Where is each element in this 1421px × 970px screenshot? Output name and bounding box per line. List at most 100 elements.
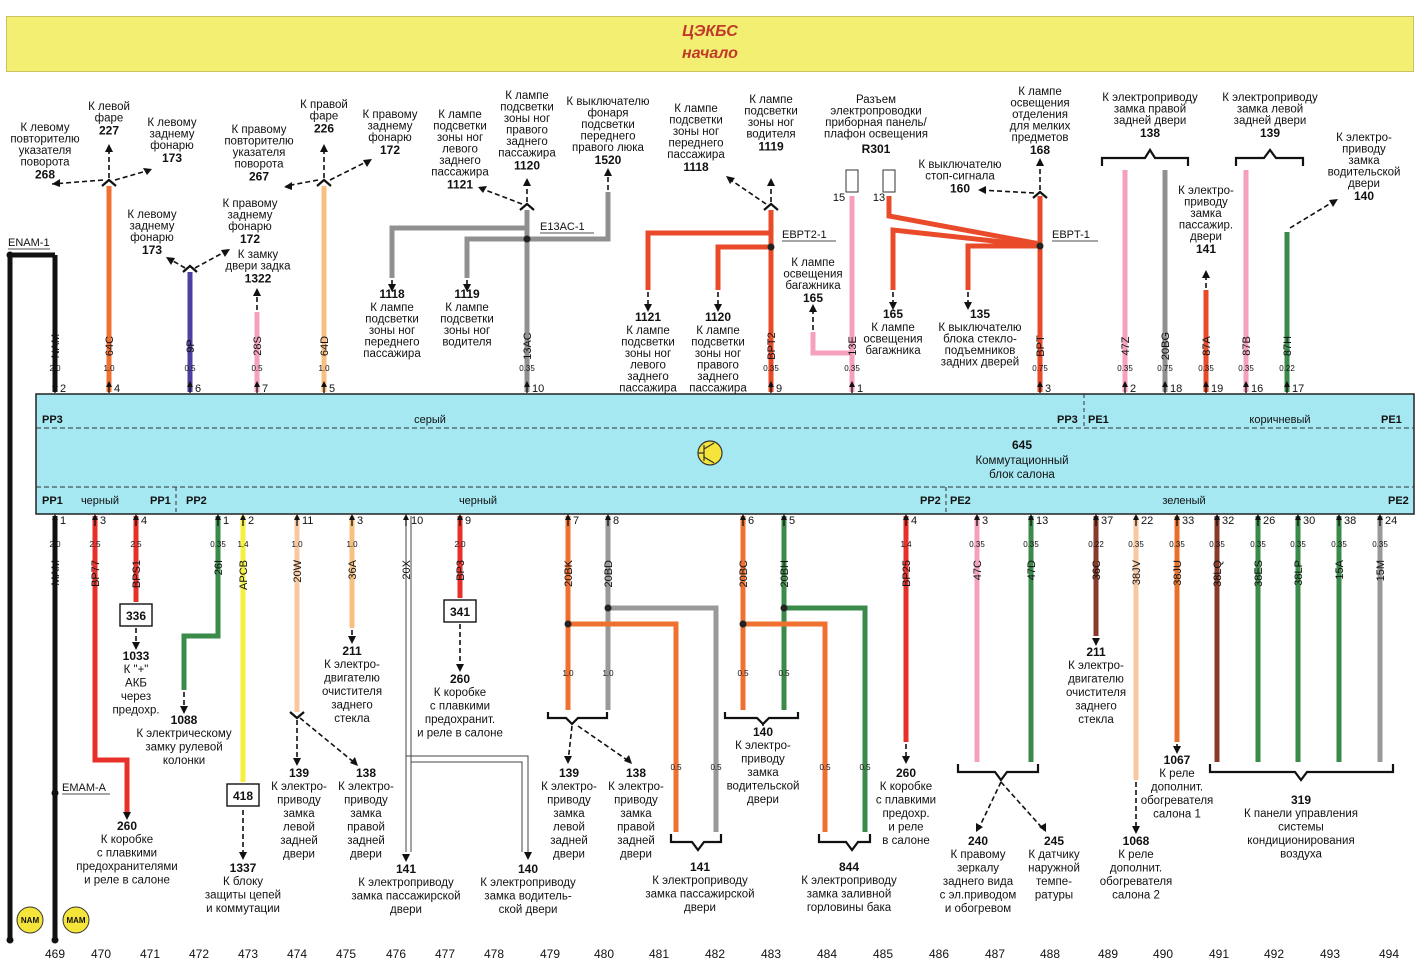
top-wire-code-7: 13E xyxy=(847,336,859,356)
bottom-ref-0-line-3: через xyxy=(121,691,151,703)
bottom-ref-20-line-2: дополнит. xyxy=(1110,863,1162,875)
top-ref-0-line-2: повторителю xyxy=(10,134,80,146)
bottom-wire-pin-arrow-8-head xyxy=(457,514,463,520)
top-ref-0-num: 268 xyxy=(35,168,55,182)
top-ref-27-line-4: водительской xyxy=(1328,167,1401,179)
bottom-ref-5-num: 139 xyxy=(289,766,309,780)
bottom-wire-code-9: 20BK xyxy=(563,559,575,587)
bottom-ref-6-line-4: правой xyxy=(347,822,385,834)
top-ref-15-line-6: пассажира xyxy=(689,383,747,395)
top-wire-pin-10: 18 xyxy=(1170,383,1182,395)
top-ref-25-line-2: замка левой xyxy=(1237,104,1303,116)
top-wire-size-6: 0.35 xyxy=(763,364,779,373)
top-wire-pin-arrow-10-head xyxy=(1162,381,1168,387)
bottom-wire-pin-arrow-17-head xyxy=(1133,514,1139,520)
top-ref-17-line-4: водителя xyxy=(746,129,795,141)
bottom-ref-12-line-2: приводу xyxy=(741,754,785,766)
top-ref-16-line-3: зоны ног xyxy=(673,126,719,138)
top-ref-18-line-2: освещения xyxy=(783,269,842,281)
top-ref-14-line-5: заднего xyxy=(627,371,668,383)
bottom-ref-0-line-1: К "+" xyxy=(124,664,149,676)
box-341-label: 341 xyxy=(450,605,470,619)
bottom-ref-20-line-1: К реле xyxy=(1118,849,1153,861)
bottom-ref-18-num: 211 xyxy=(1086,645,1106,659)
column-number-487: 487 xyxy=(985,947,1005,961)
top-ref-20-line-2: стоп-сигнала xyxy=(925,171,995,183)
top-ref-14-line-1: К лампе xyxy=(626,325,670,337)
bottom-ref-8-num: 141 xyxy=(396,862,416,876)
bottom-ref-13-num: 141 xyxy=(690,860,710,874)
column-number-488: 488 xyxy=(1040,947,1060,961)
column-number-471: 471 xyxy=(140,947,160,961)
bottom-ref-19-line-3: обогревателя xyxy=(1141,795,1214,807)
bottom-wire-code-23: 15M xyxy=(1375,560,1387,581)
top-wire-size-3: 0.5 xyxy=(251,364,263,373)
bottom-wire-pin-11: 6 xyxy=(748,515,754,527)
splice-e13ac1: E13AC-1 xyxy=(540,221,585,233)
bottom-ref-2-line-1: К коробке xyxy=(101,834,153,846)
top-ref-15-num: 1120 xyxy=(705,310,731,324)
top-wire-pin-9: 2 xyxy=(1130,383,1136,395)
mid-size-4: 0.5 xyxy=(670,763,682,772)
bottom-ref-5-line-3: замка xyxy=(283,808,315,820)
bottom-wire-size-14: 0.35 xyxy=(969,540,985,549)
bottom-wire-size-3: 0.35 xyxy=(210,540,226,549)
top-ref-21-line-2: освещения xyxy=(1010,98,1069,110)
column-number-494: 494 xyxy=(1379,947,1399,961)
bottom-wire-size-18: 0.35 xyxy=(1169,540,1185,549)
bottom-ref-14-line-1: К электроприводу xyxy=(801,875,897,887)
top-ref-9-line-6: пассажира xyxy=(431,167,489,179)
bottom-ref-10-line-1: К электро- xyxy=(541,781,597,793)
bottom-ref-11-line-5: задней xyxy=(617,835,655,847)
top-ref-25-line-1: К электроприводу xyxy=(1222,92,1318,104)
bottom-ref-9-line-2: замка водитель- xyxy=(484,891,572,903)
top-wire-code-0: NAM xyxy=(50,334,62,358)
diagram-header: ЦЭКБС начало xyxy=(6,16,1414,72)
top-ref-22-line-1: К лампе xyxy=(871,322,915,334)
column-number-486: 486 xyxy=(929,947,949,961)
top-wires xyxy=(106,169,1290,392)
bottom-wire-size-1: 2.5 xyxy=(89,540,101,549)
bottom-ref-4-num: 211 xyxy=(342,644,362,658)
bottom-ref-7-line-3: предохранит. xyxy=(425,714,495,726)
top-ref-2-line-3: фонарю xyxy=(150,140,194,152)
bottom-ref-14-line-2: замка заливной xyxy=(807,889,892,901)
bottom-wire-pin-14: 3 xyxy=(982,515,988,527)
top-ref-17-line-2: подсветки xyxy=(744,106,798,118)
bottom-wire-pin-arrow-16-head xyxy=(1093,514,1099,520)
top-ref-19-line-3: приборная панель/ xyxy=(825,117,927,129)
bottom-ref-15-line-5: в салоне xyxy=(882,835,929,847)
top-ref-10-line-5: заднего xyxy=(506,136,547,148)
top-wire-pin-4: 5 xyxy=(329,383,335,395)
bottom-wire-pin-5: 11 xyxy=(302,515,313,527)
bottom-ref-17-line-2: наружной xyxy=(1028,863,1080,875)
bottom-ref-18-line-2: двигателю xyxy=(1068,674,1124,686)
top-ref-11-line-4: переднего xyxy=(581,131,636,143)
bottom-ref-7-line-1: К коробке xyxy=(434,687,486,699)
top-ref-2-line-2: заднему xyxy=(150,129,195,141)
top-wire-code-6: BPT2 xyxy=(766,332,778,360)
bottom-ref-7-line-2: с плавкими xyxy=(430,701,490,713)
bottom-ref-12-line-1: К электро- xyxy=(735,740,791,752)
bottom-ref-10-line-3: замка xyxy=(553,808,585,820)
bottom-ref-13-line-3: двери xyxy=(684,902,716,914)
top-ref-4-line-2: заднему xyxy=(228,210,273,222)
top-ref-26-num: 141 xyxy=(1196,242,1216,256)
top-ref-15-line-3: зоны ног xyxy=(695,348,741,360)
top-ref-23-line-4: задних дверей xyxy=(941,357,1019,369)
bottom-wire-size-5: 1.0 xyxy=(291,540,303,549)
bottom-wire-pin-arrow-6-head xyxy=(349,514,355,520)
bottom-wire-pin-arrow-9-head xyxy=(565,514,571,520)
top-ref-13-line-3: зоны ног xyxy=(444,325,490,337)
bottom-ref-17-line-4: ратуры xyxy=(1035,890,1073,902)
top-ref-10-num: 1120 xyxy=(514,159,540,173)
bottom-wire-code-21: 38LP xyxy=(1293,560,1305,586)
top-ref-10-line-3: зоны ног xyxy=(504,113,550,125)
bottom-ref-21-line-1: К панели управления xyxy=(1244,808,1358,820)
column-number-480: 480 xyxy=(594,947,614,961)
bottom-ref-18-line-1: К электро- xyxy=(1068,660,1124,672)
bottom-wire-pin-3: 1 xyxy=(223,515,229,527)
bottom-wire-pin-arrow-1-head xyxy=(92,514,98,520)
